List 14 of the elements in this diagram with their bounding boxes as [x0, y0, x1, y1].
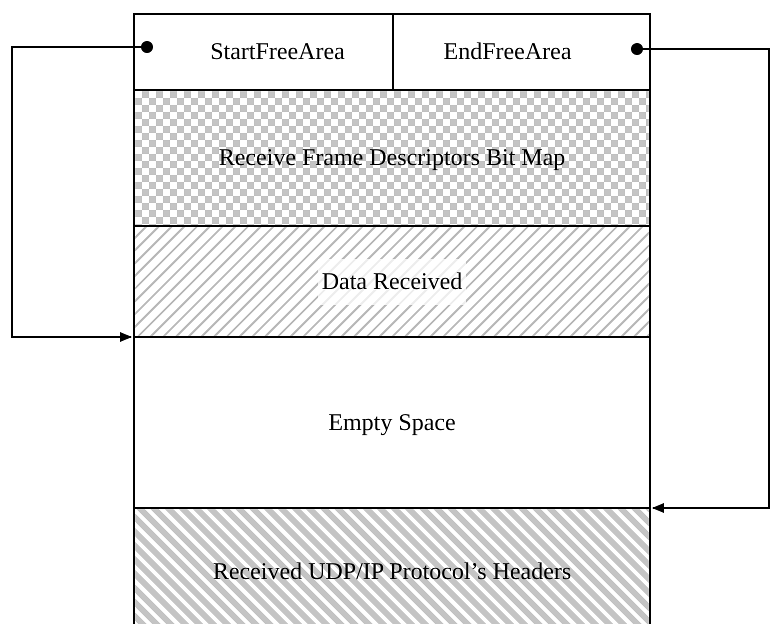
region-label: StartFreeArea: [209, 38, 346, 67]
pointer-arrow: [11, 41, 153, 342]
region-label: Data Received: [318, 258, 466, 304]
memory-region: [133, 336, 651, 509]
region-label: Receive Frame Descriptors Bit Map: [218, 144, 566, 173]
pointer-cell: [392, 13, 651, 91]
region-label: Received UDP/IP Protocol’s Headers: [212, 558, 572, 587]
memory-region: [133, 225, 651, 338]
pointer-arrow: [631, 43, 770, 513]
memory-region: [133, 89, 651, 227]
pointer-cell: [133, 13, 394, 91]
region-label: EndFreeArea: [442, 38, 572, 67]
memory-region: [133, 507, 651, 624]
region-label: Empty Space: [327, 408, 457, 438]
